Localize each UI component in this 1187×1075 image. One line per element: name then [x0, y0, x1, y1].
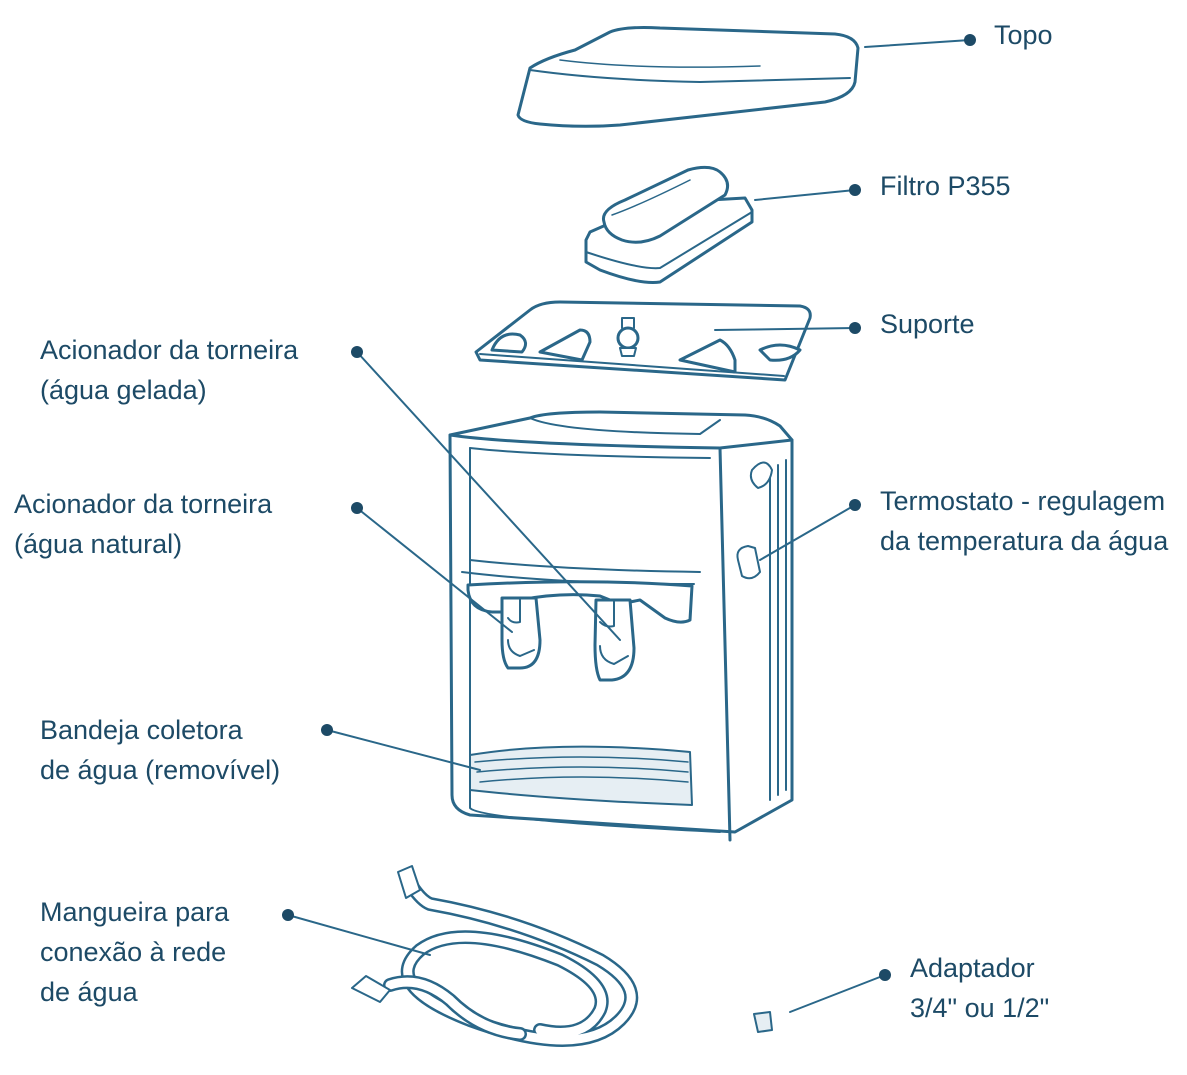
- label-mangueira-line-2: conexão à rede: [40, 937, 227, 967]
- leader-lines: [287, 39, 971, 1013]
- filter-part: [584, 165, 754, 284]
- label-adaptador-line-2: 3/4" ou 1/2": [910, 993, 1050, 1023]
- label-acionador-natural-line-2: (água natural): [14, 529, 183, 559]
- label-termostato: Termostato - regulagem da temperatura da…: [880, 481, 1168, 561]
- label-adaptador: Adaptador 3/4" ou 1/2": [910, 948, 1049, 1028]
- label-acionador-gelada-line-2: (água gelada): [40, 375, 207, 405]
- label-adaptador-line-1: Adaptador: [910, 953, 1035, 983]
- label-termostato-line-2: da temperatura da água: [880, 526, 1169, 556]
- hose-part: [351, 865, 639, 1047]
- label-suporte: Suporte: [880, 304, 975, 344]
- leader-dots: [282, 34, 976, 981]
- label-mangueira-line-1: Mangueira para: [40, 897, 230, 927]
- label-topo: Topo: [994, 15, 1053, 55]
- label-acionador-gelada-line-1: Acionador da torneira: [40, 335, 299, 365]
- label-mangueira: Mangueira para conexão à rede de água: [40, 892, 229, 1012]
- label-filtro-line-1: Filtro P355: [880, 171, 1011, 201]
- label-acionador-natural-line-1: Acionador da torneira: [14, 489, 273, 519]
- support-part: [474, 300, 812, 382]
- label-suporte-line-1: Suporte: [880, 309, 975, 339]
- top-lid-part: [516, 26, 860, 128]
- faucet-natural: [500, 596, 542, 670]
- label-termostato-line-1: Termostato - regulagem: [880, 486, 1166, 516]
- adapter-part: [753, 1011, 773, 1033]
- faucet-cold: [593, 598, 636, 682]
- label-topo-line-1: Topo: [994, 20, 1053, 50]
- label-bandeja-line-1: Bandeja coletora: [40, 715, 243, 745]
- label-bandeja: Bandeja coletora de água (removível): [40, 710, 280, 790]
- label-bandeja-line-2: de água (removível): [40, 755, 281, 785]
- label-mangueira-line-3: de água: [40, 977, 138, 1007]
- label-filtro: Filtro P355: [880, 166, 1011, 206]
- label-acionador-gelada: Acionador da torneira (água gelada): [40, 330, 298, 410]
- label-acionador-natural: Acionador da torneira (água natural): [14, 484, 272, 564]
